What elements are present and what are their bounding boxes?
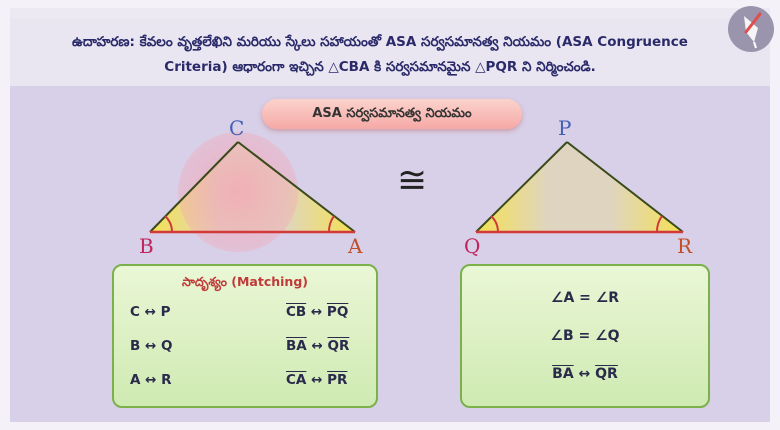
side-match-left: CB	[286, 304, 307, 320]
match-arrow: ↔	[311, 372, 323, 388]
vertex-match-left: C	[130, 304, 140, 320]
side-match-right: QR	[327, 338, 350, 354]
vertex-match-right: Q	[161, 338, 173, 354]
angle-a-equals-r: ∠A = ∠R	[550, 290, 620, 306]
match-arrow: ↔	[311, 338, 323, 354]
rule-title: ASA సర్వసమానత్వ నియమం	[262, 99, 522, 129]
angle-b-arc	[164, 215, 173, 233]
side-match-row: CB ↔ PQ	[286, 304, 348, 320]
result-side-right: QR	[595, 366, 618, 382]
side-match-right: PQ	[326, 304, 349, 320]
angle-r-arc	[655, 215, 663, 233]
vertex-match-left: B	[130, 338, 141, 354]
side-pr	[566, 141, 684, 233]
side-match-left: BA	[286, 338, 307, 354]
angle-a-arc	[327, 215, 335, 233]
side-ca	[237, 141, 356, 233]
result-side-left: BA	[552, 366, 574, 382]
side-match-left: CA	[286, 372, 307, 388]
match-arrow: ↔	[144, 304, 156, 320]
header-band	[10, 18, 770, 86]
side-match-row: BA ↔ QR	[286, 338, 349, 354]
match-arrow: ↔	[145, 372, 157, 388]
kite-icon	[744, 12, 762, 49]
vertex-q-label: Q	[464, 234, 481, 258]
matching-box: సాదృశ్యం (Matching) C ↔ P B ↔ Q A ↔ R CB…	[112, 264, 378, 408]
angle-b-equals-q: ∠B = ∠Q	[550, 328, 620, 344]
problem-line-1: ఉదాహరణ: కేవలం వృత్తలేఖిని మరియు స్కేలు స…	[72, 34, 688, 50]
side-match-row: CA ↔ PR	[286, 372, 347, 388]
match-arrow: ↔	[578, 366, 591, 382]
problem-line-2: Criteria) ఆధారంగా ఇచ్చిన △CBA కి సర్వసమా…	[164, 59, 596, 75]
vertex-a-label: A	[348, 234, 363, 258]
top-strip	[10, 8, 770, 18]
vertex-match-right: P	[160, 304, 171, 320]
vertex-c-label: C	[229, 116, 245, 140]
vertex-match-right: R	[161, 372, 172, 388]
match-arrow: ↔	[310, 304, 323, 320]
congruence-symbol: ≅	[396, 160, 428, 201]
vertex-match-row: A ↔ R	[130, 372, 172, 388]
triangle-pqr-fill	[476, 142, 683, 232]
vertex-match-row: C ↔ P	[130, 304, 171, 320]
side-ba-corresponds-qr: BA ↔ QR	[462, 366, 708, 382]
side-match-right: PR	[327, 372, 348, 388]
angle-q-arc	[490, 215, 499, 233]
vertex-b-label: B	[139, 234, 154, 258]
logo-badge	[728, 6, 774, 52]
vertex-r-label: R	[677, 234, 693, 258]
matching-title: సాదృశ్యం (Matching)	[182, 274, 308, 289]
problem-statement: ఉదాహరణ: కేవలం వృత్తలేఖిని మరియు స్కేలు స…	[22, 30, 738, 80]
result-box: ∠A = ∠R ∠B = ∠Q BA ↔ QR	[460, 264, 710, 408]
match-arrow: ↔	[145, 338, 157, 354]
highlight-circle	[178, 132, 298, 252]
vertex-match-row: B ↔ Q	[130, 338, 173, 354]
vertex-match-left: A	[130, 372, 141, 388]
vertex-p-label: P	[558, 116, 572, 140]
